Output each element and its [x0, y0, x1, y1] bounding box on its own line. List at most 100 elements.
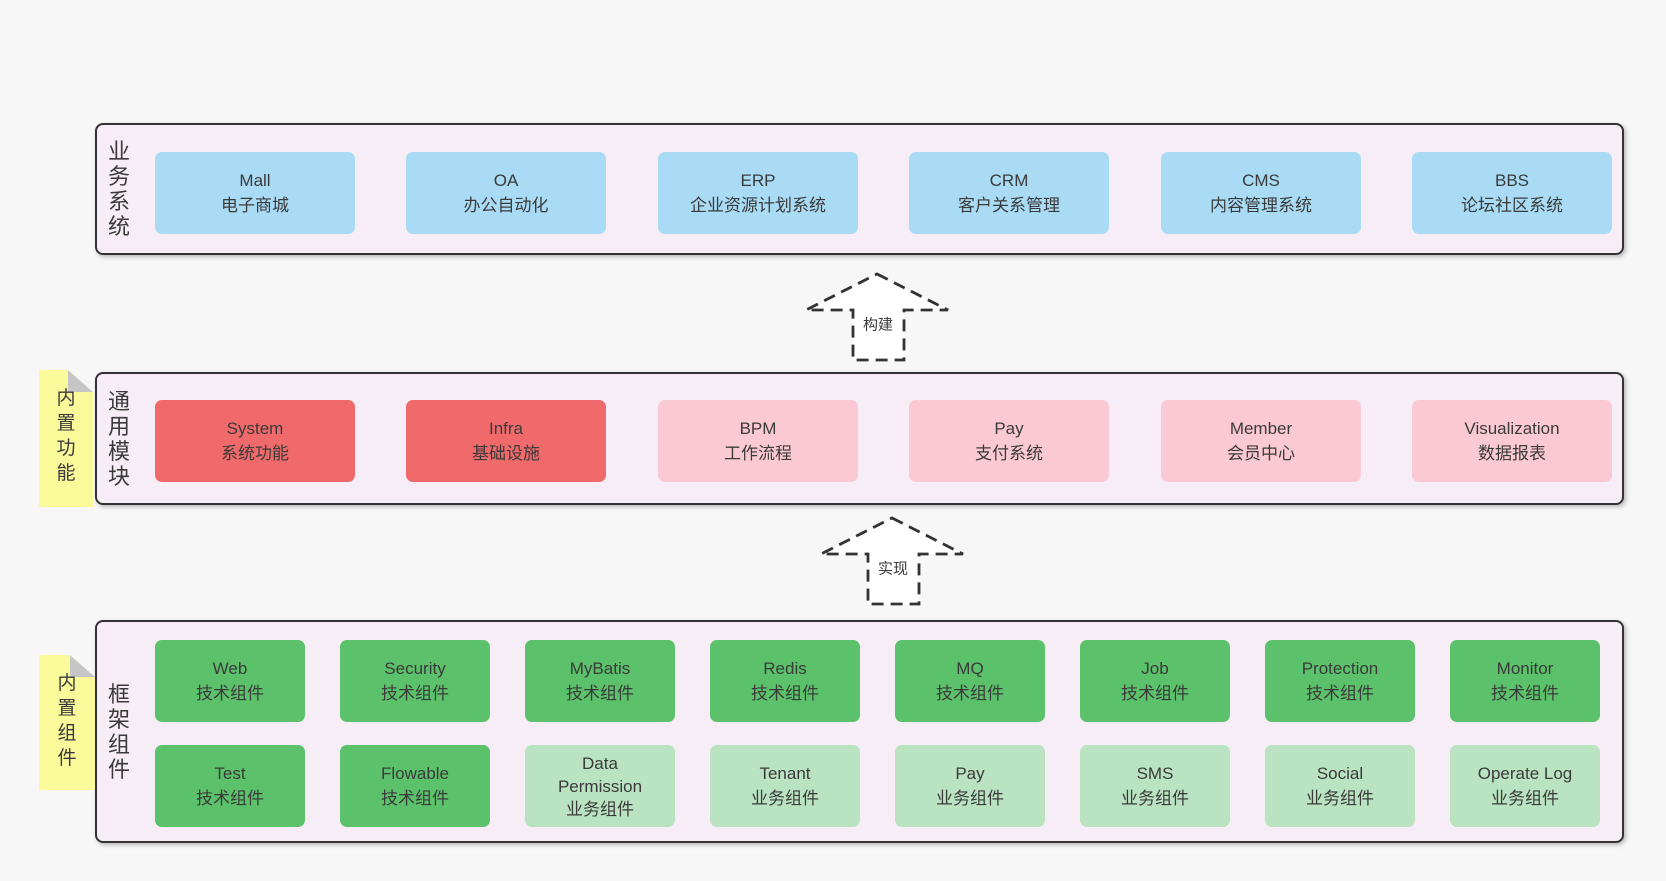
box-label-line: 支付系统 [975, 444, 1043, 463]
box-label-line: Monitor [1496, 659, 1554, 678]
box-label-line: Member [1229, 419, 1293, 438]
module-box-operate-log: Operate Log 业务组件 [1450, 745, 1600, 827]
box-label-line: 技术组件 [1306, 684, 1374, 703]
box-label-line: ERP [740, 171, 776, 190]
box-label-line: 业务组件 [1491, 789, 1559, 808]
dashed-up-arrow-implement: 实现 [820, 516, 964, 606]
module-box-sms: SMS 业务组件 [1080, 745, 1230, 827]
box-label-line: 基础设施 [472, 444, 540, 463]
box-label-line: 业务组件 [1306, 789, 1374, 808]
module-box-security: Security 技术组件 [340, 640, 490, 722]
band-common-modules: 通用模块 System 系统功能 Infra 基础设施 BPM 工作流程 Pay 支付系统 Me… [95, 372, 1624, 505]
module-box-infra: Infra 基础设施 [406, 400, 606, 482]
box-label-line: Tenant [759, 764, 811, 783]
module-box-tenant: Tenant 业务组件 [710, 745, 860, 827]
box-label-line: 会员中心 [1227, 444, 1295, 463]
module-box-job: Job 技术组件 [1080, 640, 1230, 722]
box-label-line: 技术组件 [381, 684, 449, 703]
band-label-framework-components: 框架组件 [107, 681, 130, 782]
box-label-line: 技术组件 [381, 789, 449, 808]
module-box-crm: CRM 客户关系管理 [909, 152, 1109, 234]
module-box-monitor: Monitor 技术组件 [1450, 640, 1600, 722]
box-label-line: Social [1316, 764, 1364, 783]
box-label-line: Pay [994, 419, 1024, 438]
module-box-web: Web 技术组件 [155, 640, 305, 722]
module-box-redis: Redis 技术组件 [710, 640, 860, 722]
box-label-line: 客户关系管理 [958, 196, 1060, 215]
box-label-line: Infra [488, 419, 524, 438]
box-label-line: MQ [956, 659, 984, 678]
module-box-oa: OA 办公自动化 [406, 152, 606, 234]
box-label-line: 业务组件 [1121, 789, 1189, 808]
arrow-label-build: 构建 [863, 317, 893, 334]
box-label-line: 技术组件 [196, 789, 264, 808]
module-box-pay: Pay 支付系统 [909, 400, 1109, 482]
box-label-line: Web [212, 659, 248, 678]
module-box-mall: Mall 电子商城 [155, 152, 355, 234]
box-label-line: 技术组件 [936, 684, 1004, 703]
box-label-line: Pay [955, 764, 985, 783]
box-label-line: MyBatis [569, 659, 631, 678]
box-label-line: Protection [1301, 659, 1379, 678]
box-label-line: 企业资源计划系统 [690, 196, 826, 215]
band-label-business-systems: 业务系统 [107, 139, 130, 239]
module-box-cms: CMS 内容管理系统 [1161, 152, 1361, 234]
arrow-label-implement: 实现 [878, 561, 908, 578]
box-label-line: Flowable [380, 764, 450, 783]
box-label-line: Permission [557, 776, 643, 796]
box-label-line: 业务组件 [936, 789, 1004, 808]
box-label-line: 技术组件 [566, 684, 634, 703]
box-label-line: OA [493, 171, 519, 190]
module-box-mybatis: MyBatis 技术组件 [525, 640, 675, 722]
box-label-line: 技术组件 [196, 684, 264, 703]
module-box-pay: Pay 业务组件 [895, 745, 1045, 827]
box-label-line: 系统功能 [221, 444, 289, 463]
module-box-member: Member 会员中心 [1161, 400, 1361, 482]
box-label-line: 业务组件 [751, 789, 819, 808]
box-label-line: 技术组件 [1491, 684, 1559, 703]
box-label-line: System [226, 419, 284, 438]
module-box-visualization: Visualization 数据报表 [1412, 400, 1612, 482]
box-label-line: 论坛社区系统 [1461, 196, 1563, 215]
box-label-line: Mall [239, 171, 271, 190]
box-label-line: Redis [763, 659, 807, 678]
up-arrow-icon [820, 516, 964, 606]
module-box-system: System 系统功能 [155, 400, 355, 482]
box-label-line: Operate Log [1477, 764, 1573, 783]
module-box-erp: ERP 企业资源计划系统 [658, 152, 858, 234]
up-arrow-icon [805, 272, 949, 362]
module-box-social: Social 业务组件 [1265, 745, 1415, 827]
box-label-line: 工作流程 [724, 444, 792, 463]
sticky-note-built-in-components: 内置组件 [39, 655, 95, 790]
box-label-line: CMS [1242, 171, 1280, 190]
box-label-line: 内容管理系统 [1210, 196, 1312, 215]
box-label-line: 业务组件 [566, 799, 634, 819]
box-label-line: Visualization [1464, 419, 1560, 438]
box-label-line: 技术组件 [751, 684, 819, 703]
box-label-line: Security [384, 659, 446, 678]
box-label-line: Job [1141, 659, 1169, 678]
box-label-line: 办公自动化 [463, 196, 549, 215]
module-box-test: Test 技术组件 [155, 745, 305, 827]
box-label-line: Test [214, 764, 246, 783]
module-box-flowable: Flowable 技术组件 [340, 745, 490, 827]
module-box-protection: Protection 技术组件 [1265, 640, 1415, 722]
box-label-line: SMS [1136, 764, 1174, 783]
box-label-line: CRM [989, 171, 1029, 190]
sticky-note-text: 内置功能 [56, 388, 76, 484]
box-label-line: Data [582, 753, 618, 773]
sticky-note-built-in-features: 内置功能 [39, 370, 93, 507]
sticky-note-text: 内置组件 [57, 673, 77, 769]
box-label-line: BPM [739, 419, 777, 438]
band-business-systems: 业务系统 Mall 电子商城 OA 办公自动化 ERP 企业资源计划系统 CRM 客户关系管理… [95, 123, 1624, 255]
box-label-line: 技术组件 [1121, 684, 1189, 703]
band-label-common-modules: 通用模块 [107, 388, 130, 489]
module-box-bpm: BPM 工作流程 [658, 400, 858, 482]
box-label-line: 数据报表 [1478, 444, 1546, 463]
module-box-mq: MQ 技术组件 [895, 640, 1045, 722]
box-label-line: 电子商城 [221, 196, 289, 215]
